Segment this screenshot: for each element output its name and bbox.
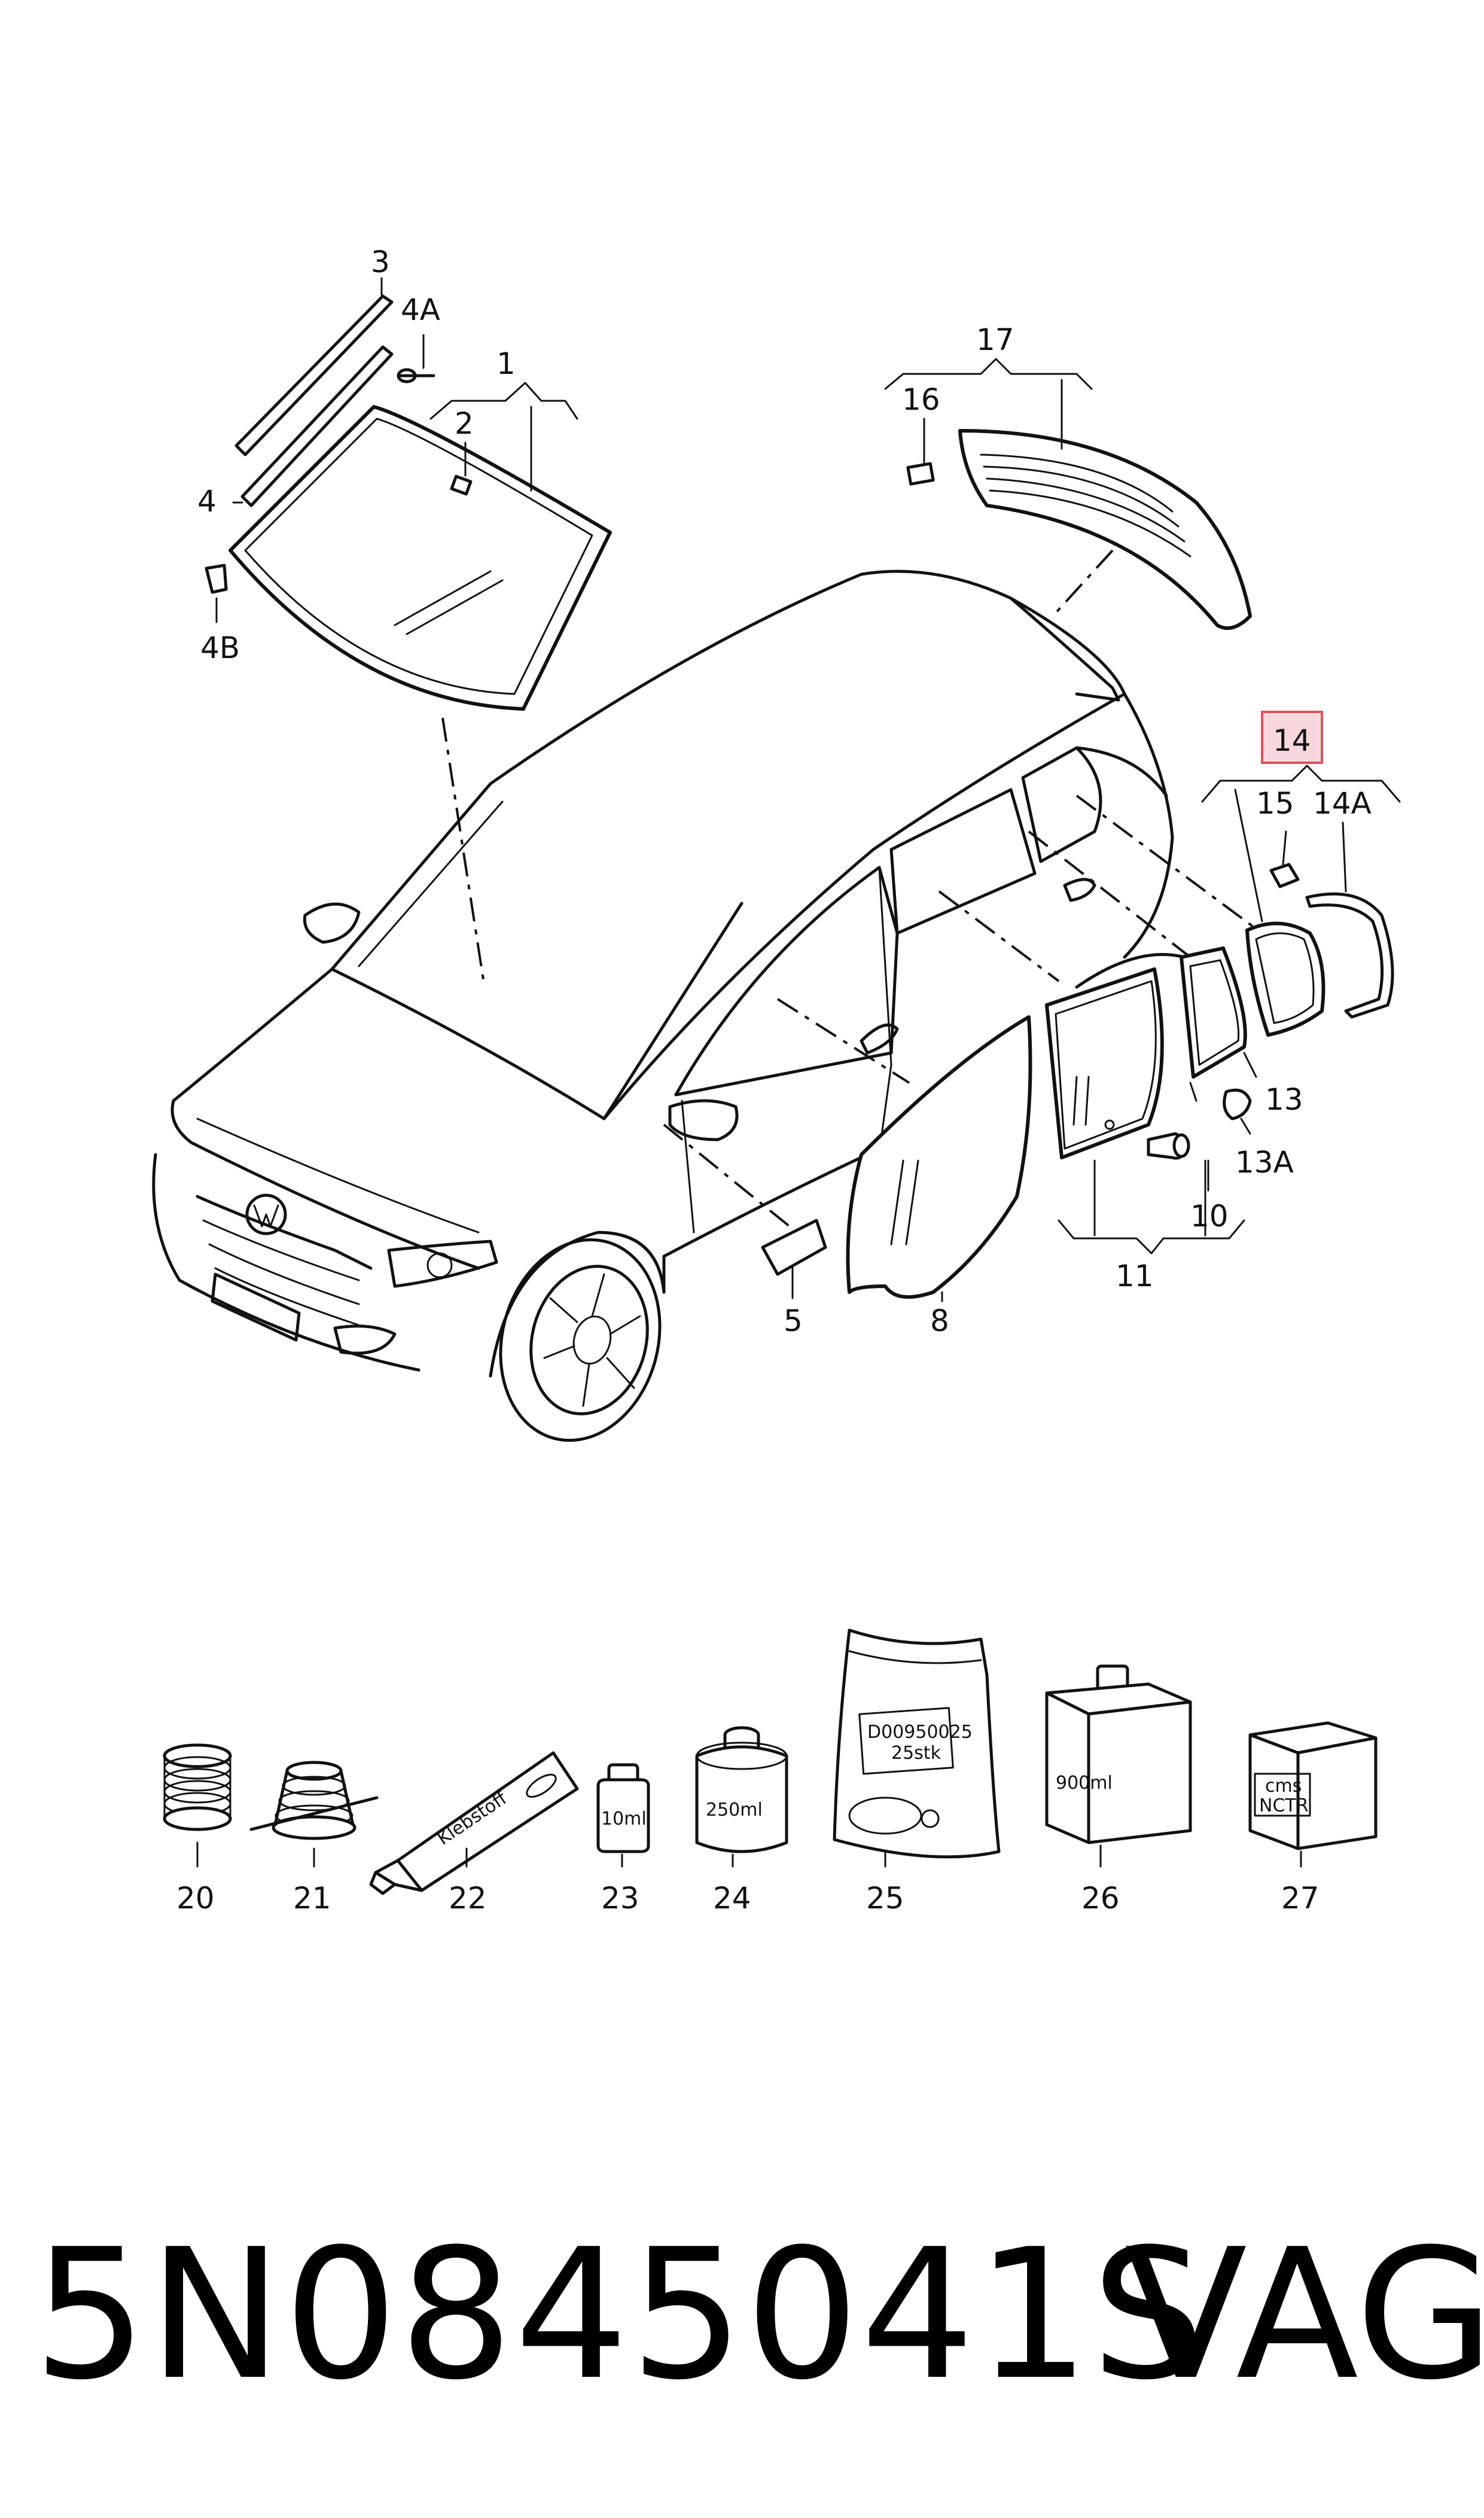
callout-14: 14 — [1273, 723, 1311, 758]
can-24: 250ml — [695, 1726, 788, 1853]
callout-11: 11 — [1116, 1259, 1154, 1293]
clip-10 — [1104, 1119, 1190, 1160]
callout-20: 20 — [176, 1881, 215, 1916]
part-number: 5N0845041S — [33, 2211, 1206, 2419]
sensor-4b — [205, 564, 228, 594]
callout-27: 27 — [1281, 1881, 1320, 1916]
bag-label-1: D00950025 — [867, 1722, 973, 1743]
clip-4a — [397, 368, 435, 383]
small-bottle-23: 10ml — [596, 1763, 650, 1853]
callout-3: 3 — [371, 245, 390, 279]
mirror-mount-2 — [450, 474, 473, 496]
callout-14-highlight — [1261, 711, 1323, 764]
bottle-label: 10ml — [601, 1808, 647, 1829]
callout-21: 21 — [293, 1881, 331, 1916]
callout-13: 13 — [1265, 1082, 1303, 1117]
canister-label: 900ml — [1056, 1773, 1113, 1794]
callout-22: 22 — [449, 1881, 487, 1916]
can-label: 250ml — [706, 1800, 763, 1820]
bag-label-2: 25stk — [891, 1743, 941, 1764]
sealing-cord-coil-20 — [163, 1743, 232, 1831]
clip-16 — [906, 462, 935, 486]
canister-26: 900ml — [1045, 1664, 1192, 1844]
callout-4: 4 — [197, 484, 217, 519]
callout-16: 16 — [902, 382, 940, 417]
sealing-cone-21 — [249, 1761, 379, 1840]
callout-25: 25 — [866, 1881, 904, 1916]
callout-24: 24 — [713, 1881, 751, 1916]
callout-5: 5 — [784, 1304, 803, 1338]
trim-piece-5 — [761, 1219, 827, 1276]
box-label-2: NCTR — [1259, 1795, 1309, 1816]
seal-14a — [1305, 892, 1394, 1019]
vehicle-body — [152, 570, 1186, 1442]
trim-strip-3 — [234, 294, 394, 456]
box-27: cms NCTR — [1248, 1721, 1378, 1850]
callout-8: 8 — [930, 1304, 949, 1338]
callout-labels: 3 4A 1 2 4 4B 17 16 14 15 14A 13 13A 10 … — [197, 245, 1372, 1338]
callout-26: 26 — [1081, 1881, 1120, 1916]
callout-23: 23 — [601, 1881, 639, 1916]
leader-lines — [663, 794, 1263, 1228]
clip-bag-25: D00950025 25stk — [833, 1628, 1001, 1859]
callout-1: 1 — [496, 346, 516, 381]
door-glass-parts — [761, 765, 1401, 1302]
windshield-glass — [228, 405, 612, 711]
callout-4b: 4B — [200, 631, 240, 665]
callout-14a: 14A — [1313, 786, 1372, 821]
rear-window-glass — [958, 429, 1252, 630]
brand-name: VAG — [1125, 2211, 1484, 2419]
windshield-assembly — [205, 277, 612, 988]
clip-13a — [1189, 1082, 1252, 1121]
callout-2: 2 — [455, 406, 474, 441]
callout-10: 10 — [1190, 1199, 1229, 1234]
adhesive-tube-22: Klebstoff — [369, 1751, 579, 1895]
callout-13a: 13A — [1235, 1145, 1294, 1180]
wheel-spokes — [543, 1273, 641, 1407]
box-label-1: cms — [1265, 1776, 1302, 1797]
rear-window-assembly — [884, 358, 1252, 630]
callout-17: 17 — [976, 322, 1014, 357]
front-door-glass-8 — [846, 1015, 1032, 1299]
consumables-row: Klebstoff 10ml 250ml D00950025 25stk — [163, 1628, 1378, 1916]
defroster-lines — [980, 453, 1192, 558]
callout-4a: 4A — [401, 293, 440, 327]
rear-door-glass-11 — [1045, 967, 1164, 1159]
clip-15 — [1269, 863, 1300, 888]
callout-15: 15 — [1256, 786, 1294, 821]
trim-strip-4 — [240, 345, 394, 507]
rear-quarter-glass-14 — [1245, 921, 1325, 1037]
